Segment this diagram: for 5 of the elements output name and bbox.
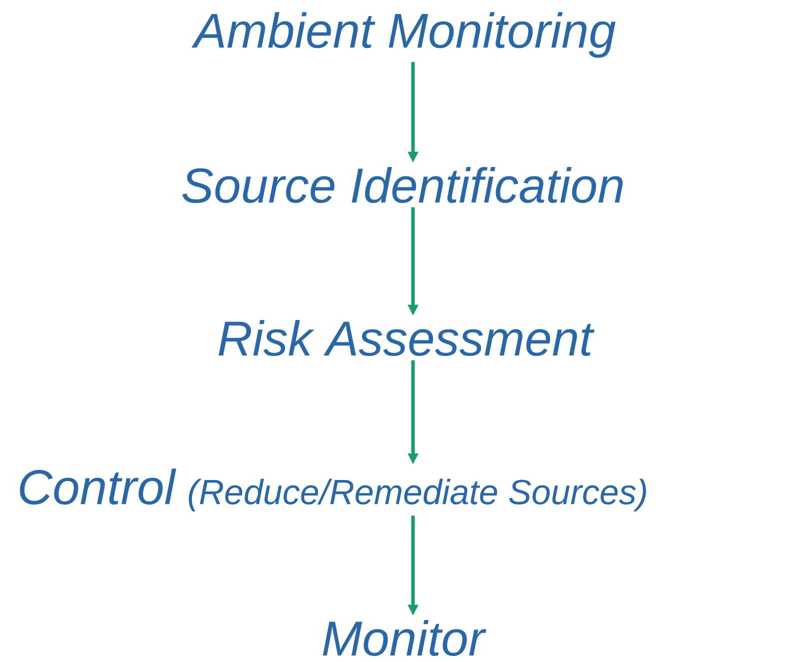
- step-label: Ambient Monitoring: [192, 12, 616, 58]
- step-label: Control (Reduce/Remediate Sources): [20, 468, 646, 512]
- step-label: Source Identification: [182, 167, 623, 203]
- step-label: Risk Assessment: [218, 320, 594, 356]
- step-label: Monitor: [322, 620, 486, 656]
